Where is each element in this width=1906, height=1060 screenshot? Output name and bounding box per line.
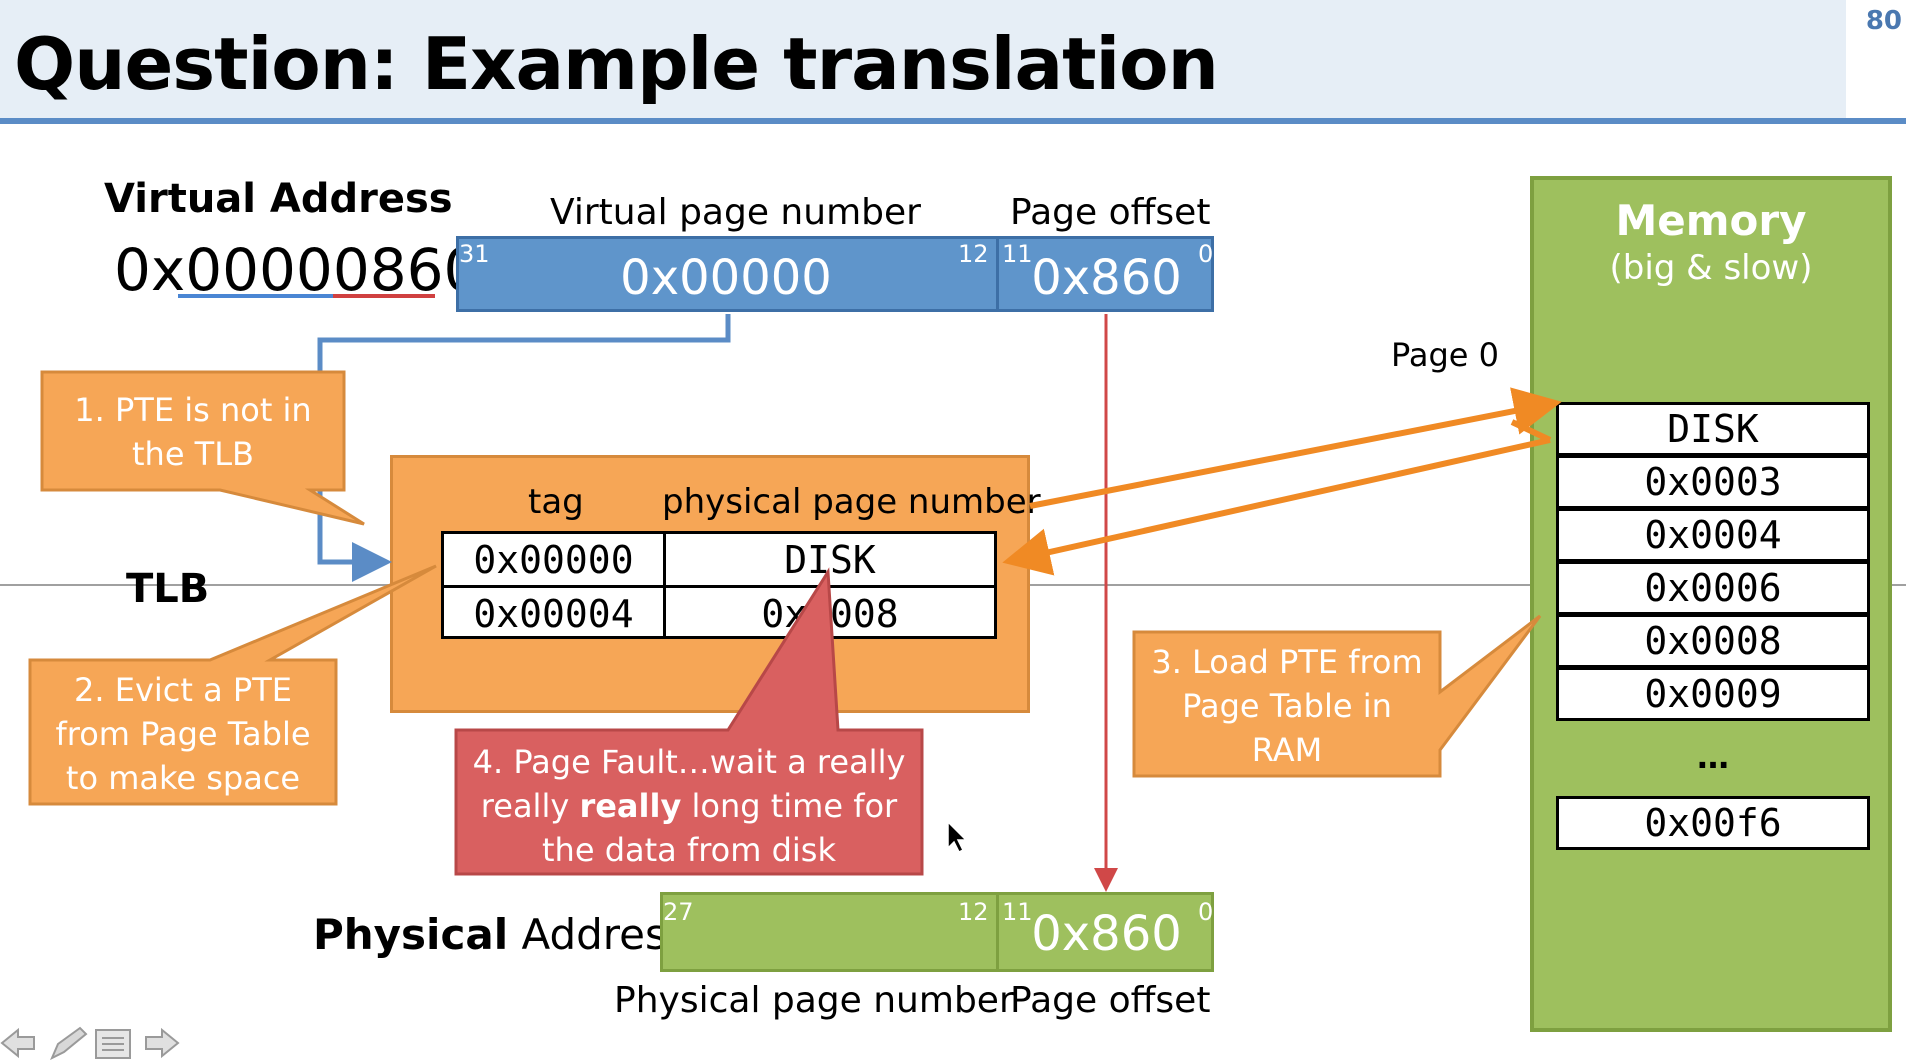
slide-number: 80	[1865, 6, 1902, 36]
callout-3-box	[1132, 614, 1542, 778]
presentation-nav	[0, 1026, 180, 1060]
bit-31: 31	[459, 240, 490, 268]
tlb-row-tag: 0x00004	[473, 592, 634, 636]
virtual-address-divider	[996, 236, 999, 312]
memory-return-arrow	[1510, 419, 1552, 443]
tlb-table: 0x00000 DISK 0x00004 0x0008	[441, 531, 997, 639]
memory-entry: 0x0008	[1556, 614, 1870, 668]
menu-icon[interactable]	[95, 1029, 131, 1059]
virtual-address-box	[456, 236, 1214, 312]
callout-2-line: from Page Table	[55, 715, 311, 753]
title-underline	[0, 118, 1906, 124]
callout-3-line: Page Table in	[1182, 687, 1392, 725]
virtual-address-label: Virtual Address	[104, 176, 453, 222]
bit-11: 11	[1002, 240, 1033, 268]
pa-offset-value: 0x860	[1031, 906, 1182, 962]
arrow-right-icon[interactable]	[145, 1027, 180, 1059]
page-offset-title: Page offset	[1010, 192, 1211, 233]
callout-1-text: 1. PTE is not in the TLB	[42, 388, 344, 476]
memory-ellipsis: …	[1697, 738, 1729, 776]
callout-4-text: 4. Page Fault…wait a really really reall…	[456, 740, 922, 872]
callout-3-text: 3. Load PTE from Page Table in RAM	[1134, 640, 1440, 772]
memory-entry-last: 0x00f6	[1556, 796, 1870, 850]
memory-entry: 0x0006	[1556, 561, 1870, 615]
bit-11: 11	[1002, 898, 1033, 926]
callout-2-line: 2. Evict a PTE	[74, 671, 292, 709]
memory-entry: 0x0004	[1556, 508, 1870, 562]
tlb-col-divider	[663, 534, 666, 636]
callout-4-line: really really long time for	[480, 787, 898, 825]
callout-1-line: the TLB	[131, 435, 254, 473]
offset-underline	[333, 294, 435, 298]
tlb-label: TLB	[126, 566, 210, 612]
va-offset-value: 0x860	[1031, 250, 1182, 306]
slide-title: Question: Example translation	[14, 22, 1219, 106]
pen-icon[interactable]	[50, 1026, 88, 1060]
physical-address-box	[660, 892, 1214, 972]
vpn-underline	[178, 294, 373, 298]
tlb-row-tag: 0x00000	[473, 538, 634, 582]
tlb-tag-header: tag	[528, 482, 584, 522]
callout-1-line: 1. PTE is not in	[74, 391, 312, 429]
memory-entry: 0x0003	[1556, 455, 1870, 509]
tlb-to-memory-arrow	[1029, 387, 1562, 509]
callout-3-line: 3. Load PTE from	[1151, 643, 1423, 681]
physical-address-divider	[996, 892, 999, 972]
physical-page-number-title: Physical page number	[614, 980, 1014, 1021]
memory-title: Memory	[1615, 196, 1807, 245]
virtual-address-value: 0x00000860	[114, 236, 481, 304]
bit-27: 27	[663, 898, 694, 926]
callout-1-box	[40, 370, 365, 526]
memory-to-tlb-arrow	[1002, 437, 1551, 576]
vpn-value: 0x00000	[620, 250, 832, 306]
callout-2-box	[28, 564, 437, 806]
tlb-row-divider	[444, 585, 994, 588]
callout-4-line: 4. Page Fault…wait a really	[472, 743, 906, 781]
callout-2-line: to make space	[65, 759, 301, 797]
tlb-ppn-header: physical page number	[662, 482, 1041, 522]
bit-0: 0	[1198, 898, 1214, 926]
callout-2-text: 2. Evict a PTE from Page Table to make s…	[30, 668, 336, 800]
bit-0: 0	[1198, 240, 1214, 268]
callout-4-line: the data from disk	[542, 831, 836, 869]
arrow-left-icon[interactable]	[0, 1027, 35, 1059]
virtual-page-number-title: Virtual page number	[550, 192, 921, 233]
bit-12: 12	[958, 240, 989, 268]
pa-page-offset-title: Page offset	[1010, 980, 1211, 1021]
callout-3-line: RAM	[1251, 731, 1323, 769]
vpn-to-tlb-arrow	[317, 314, 731, 582]
memory-subtitle: (big & slow)	[1609, 248, 1813, 288]
memory-entry: 0x0009	[1556, 667, 1870, 721]
cursor-icon	[947, 820, 968, 854]
bit-12: 12	[958, 898, 989, 926]
title-bar	[0, 0, 1846, 120]
tlb-row-ppn: DISK	[784, 538, 876, 582]
page0-label: Page 0	[1391, 336, 1499, 374]
callout-4-box	[454, 567, 924, 876]
memory-entry: DISK	[1556, 402, 1870, 456]
